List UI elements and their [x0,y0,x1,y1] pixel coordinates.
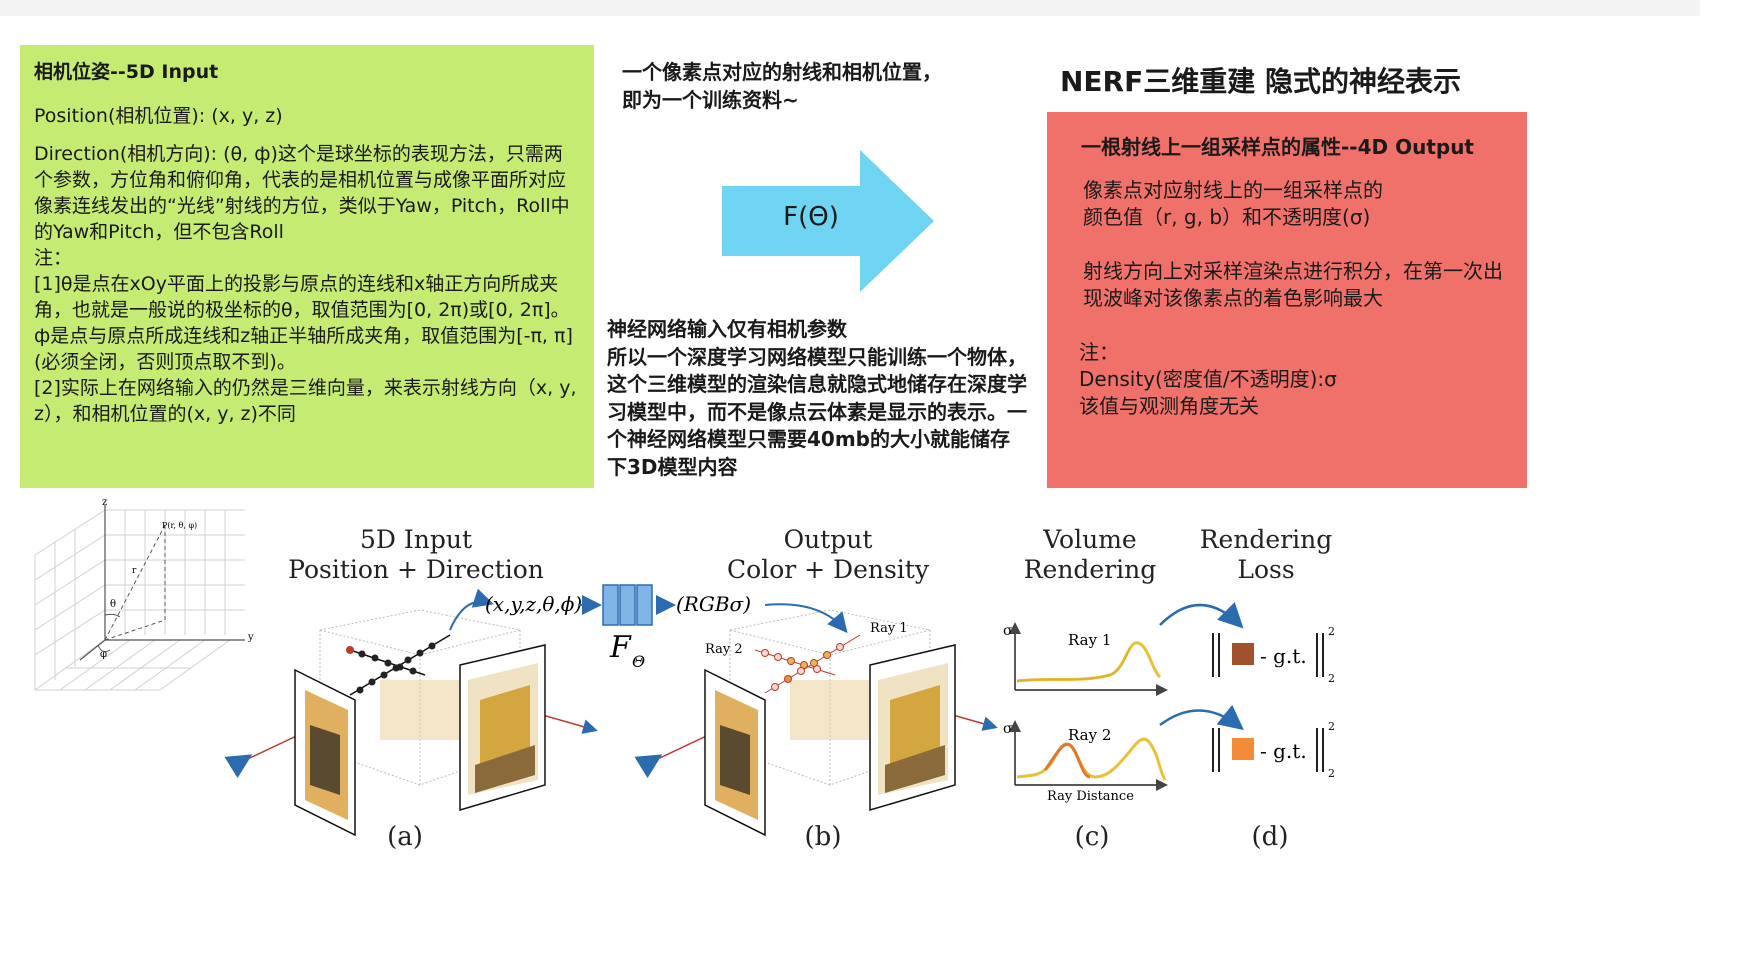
panel-d-title-2: Loss [1237,555,1294,584]
gt-label-1: - g.t. [1260,644,1307,668]
plot2-ray-label: Ray 2 [1068,726,1111,744]
output-box-title: 一根射线上一组采样点的属性--4D Output [1081,135,1474,159]
plot1-sigma: σ [1003,623,1013,639]
ray-distance-label: Ray Distance [1047,789,1134,804]
norm-sub-2: 2 [1328,767,1335,780]
norm-sup-1: 2 [1328,625,1335,638]
gt-label-2: - g.t. [1260,739,1307,763]
panel-b-title-1: Output [784,525,873,554]
axis-theta-label: θ [110,599,116,610]
direction-text: Direction(相机方向): (θ, ф)这个是球坐标的表现方法，只需两个参… [34,143,577,425]
output-tuple: (RGBσ) [676,592,751,616]
input-tuple: (x,y,z,θ,ϕ) [485,592,582,616]
panel-d-loss: - g.t. 2 2 - g.t. 2 2 [1212,625,1335,780]
axis-r-label: r [132,566,137,576]
spherical-axes-sketch: z y θ φ r P(r, θ, φ) [34,497,254,691]
network-input-text: 神经网络输入仅有相机参数 所以一个深度学习网络模型只能训练一个物体，这个三维模型… [607,317,1027,479]
panel-c-title-2: Rendering [1024,555,1157,584]
plot1-ray-label: Ray 1 [1068,631,1111,649]
caption-c: (c) [1075,822,1110,852]
color-swatch-1 [1232,643,1254,665]
panel-b-scene: Ray 1 Ray 2 [634,603,998,837]
panel-c-plots: σ Ray 1 σ Ray 2 Ray Distance [1003,622,1168,804]
arrow-label: F(Θ) [783,202,839,232]
nerf-pipeline-figure: z y θ φ r P(r, θ, φ) 5D Input Position +… [34,497,1335,852]
axis-phi-label: φ [100,649,107,660]
camera-pose-title: 相机位姿--5D Input [34,61,219,83]
norm-sub-1: 2 [1328,672,1335,685]
caption-d: (d) [1252,822,1289,852]
network-icon [602,584,653,626]
panel-a-scene [224,588,598,837]
position-text: Position(相机位置): (x, y, z) [34,105,283,127]
right-arrow-icon [722,150,934,292]
panel-b-ray2-label: Ray 2 [705,642,743,657]
axis-z-label: z [102,497,107,508]
f-theta-arrow: F(Θ) [722,150,934,292]
panel-a-title-1: 5D Input [360,525,472,554]
axis-y-label: y [247,632,254,643]
network-sub: Θ [632,652,645,671]
axis-point-label: P(r, θ, φ) [162,521,197,530]
top-bar [0,0,1700,16]
camera-pose-box: 相机位姿--5D Input Position(相机位置): (x, y, z)… [20,45,594,488]
output-para-1: 像素点对应射线上的一组采样点的 颜色值（r, g, b）和不透明度(σ) [1083,178,1383,229]
output-note: 注： Density(密度值/不透明度):σ 该值与观测角度无关 [1079,340,1337,418]
nerf-title: NERF三维重建 隐式的神经表示 [1060,65,1461,98]
caption-b: (b) [805,822,842,852]
panel-b-ray1-label: Ray 1 [870,621,908,636]
color-swatch-2 [1232,738,1254,760]
caption-a: (a) [387,822,423,852]
panel-a-title-2: Position + Direction [288,555,544,584]
norm-sup-2: 2 [1328,720,1335,733]
plot2-sigma: σ [1003,721,1013,737]
panel-c-title-1: Volume [1042,525,1136,554]
output-box: 一根射线上一组采样点的属性--4D Output 像素点对应射线上的一组采样点的… [1047,112,1527,488]
output-para-2: 射线方向上对采样渲染点进行积分，在第一次出现波峰对该像素点的着色影响最大 [1083,259,1503,310]
panel-b-title-2: Color + Density [727,555,930,584]
network-label: F [609,630,632,665]
training-sample-text: 一个像素点对应的射线和相机位置， 即为一个训练资料~ [622,60,942,112]
panel-d-title-1: Rendering [1200,525,1333,554]
